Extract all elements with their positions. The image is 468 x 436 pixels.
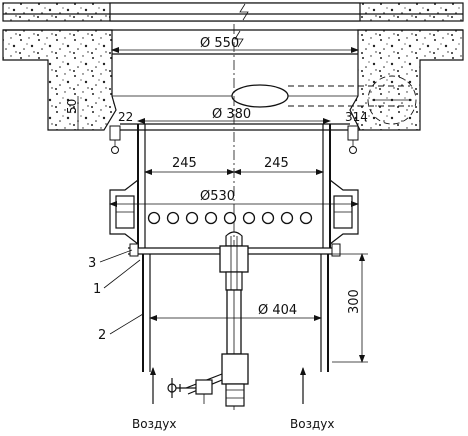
callout-label-1: 1 bbox=[93, 282, 101, 297]
callout-2 bbox=[109, 313, 144, 335]
dim-label-314: 314 bbox=[345, 110, 368, 124]
dim-h300 bbox=[332, 253, 368, 363]
callout-label-3: 3 bbox=[88, 256, 96, 271]
callout-3 bbox=[99, 249, 133, 263]
gas-nozzle bbox=[219, 231, 249, 407]
dim-label-245-right: 245 bbox=[264, 156, 289, 171]
dim-label-245-left: 245 bbox=[172, 156, 197, 171]
air-label-left: Воздух bbox=[132, 417, 176, 431]
top-slab bbox=[2, 2, 464, 22]
callout-label-2: 2 bbox=[98, 328, 106, 343]
dim-label-22: 22 bbox=[118, 110, 133, 124]
dim-label-d530: Ø530 bbox=[200, 189, 235, 204]
combustion-opening bbox=[112, 53, 417, 125]
dim-label-h300: 300 bbox=[347, 289, 362, 314]
dim-label-50: 50 bbox=[65, 99, 79, 114]
gas-valve bbox=[167, 373, 223, 404]
dim-label-d404: Ø 404 bbox=[258, 303, 297, 318]
callout-1 bbox=[103, 259, 141, 289]
air-label-right: Воздух bbox=[290, 417, 334, 431]
air-holes-row bbox=[147, 211, 313, 225]
dim-label-d380: Ø 380 bbox=[212, 107, 251, 122]
dim-label-d550: Ø 550 bbox=[200, 36, 239, 51]
upper-cylinder bbox=[109, 123, 360, 248]
